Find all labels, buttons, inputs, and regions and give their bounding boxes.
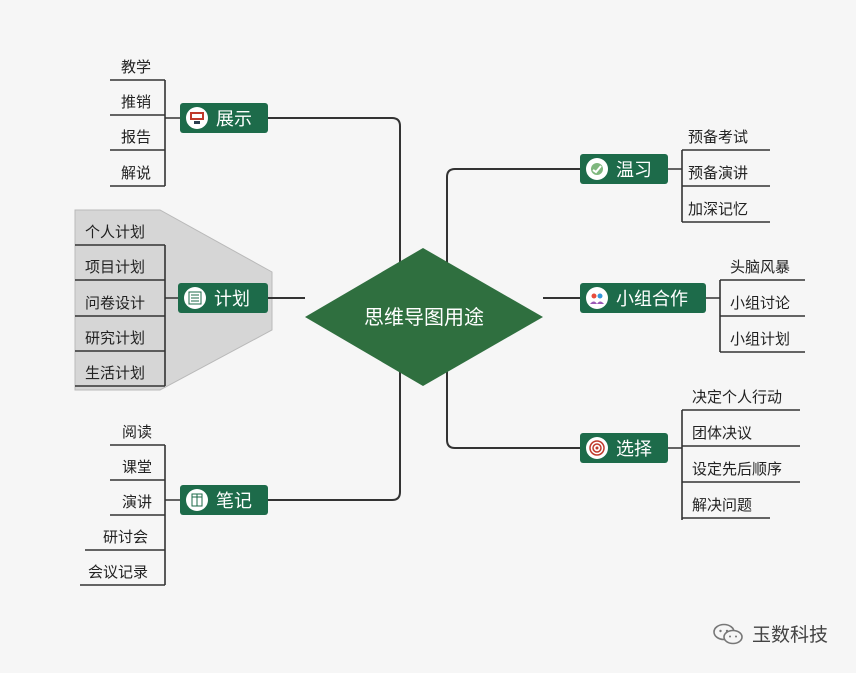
center-title: 思维导图用途 <box>364 305 484 329</box>
branch-group-label: 小组合作 <box>616 289 688 310</box>
notes-item: 演讲 <box>122 493 153 511</box>
show-item: 报告 <box>121 128 152 146</box>
plan-item: 生活计划 <box>85 364 146 382</box>
right-brackets <box>668 149 805 520</box>
branch-plan[interactable]: 计划 <box>178 283 268 313</box>
branch-show-label: 展示 <box>216 109 252 130</box>
branch-review[interactable]: 温习 <box>580 154 668 184</box>
branch-review-label: 温习 <box>616 160 652 181</box>
branch-choose-label: 选择 <box>616 439 652 460</box>
center-connectors <box>268 117 580 501</box>
notebook-icon <box>186 489 208 511</box>
review-icon <box>586 158 608 180</box>
team-icon <box>586 287 608 309</box>
center-diamond <box>305 248 543 386</box>
target-icon <box>586 437 608 459</box>
notes-item: 课堂 <box>122 458 153 476</box>
review-item: 预备演讲 <box>688 164 749 182</box>
branch-plan-label: 计划 <box>214 289 250 310</box>
show-item: 教学 <box>121 58 152 76</box>
show-item: 解说 <box>121 164 152 182</box>
plan-item: 项目计划 <box>85 258 146 276</box>
branch-notes[interactable]: 笔记 <box>180 485 268 515</box>
watermark: 玉数科技 <box>712 620 828 647</box>
choose-item: 团体决议 <box>692 424 753 442</box>
plan-items-panel <box>74 209 273 391</box>
notes-item: 会议记录 <box>88 563 149 581</box>
presentation-icon <box>186 107 208 129</box>
branch-group[interactable]: 小组合作 <box>580 283 706 313</box>
plan-item: 问卷设计 <box>85 294 146 312</box>
review-item: 加深记忆 <box>688 200 749 218</box>
group-item: 小组计划 <box>730 330 791 348</box>
choose-item: 解决问题 <box>692 496 753 514</box>
watermark-text: 玉数科技 <box>751 624 828 646</box>
checklist-icon <box>184 287 206 309</box>
branch-show[interactable]: 展示 <box>180 103 268 133</box>
plan-item: 个人计划 <box>85 223 146 241</box>
branch-notes-label: 笔记 <box>216 491 252 512</box>
review-item: 预备考试 <box>688 128 749 146</box>
left-brackets <box>75 79 180 586</box>
wechat-icon <box>713 623 743 644</box>
notes-item: 研讨会 <box>103 528 149 546</box>
notes-item: 阅读 <box>122 423 153 441</box>
group-item: 小组讨论 <box>730 294 791 312</box>
show-item: 推销 <box>121 93 152 111</box>
plan-item: 研究计划 <box>85 329 146 347</box>
choose-item: 设定先后顺序 <box>692 460 783 478</box>
choose-item: 决定个人行动 <box>692 388 783 406</box>
group-item: 头脑风暴 <box>730 258 791 276</box>
branch-choose[interactable]: 选择 <box>580 433 668 463</box>
